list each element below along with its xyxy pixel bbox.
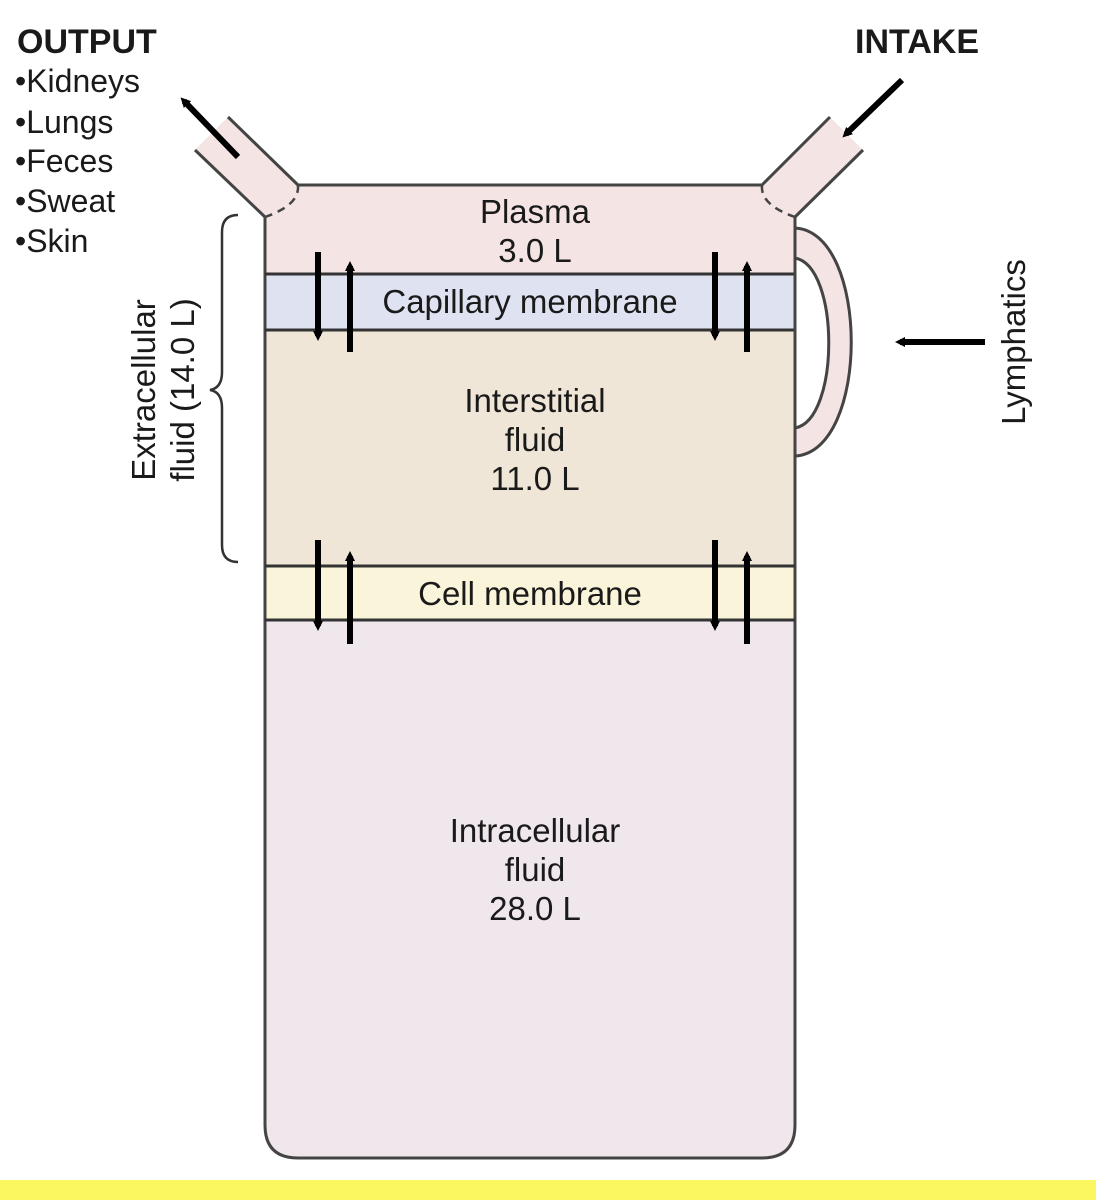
output-title: OUTPUT: [17, 23, 157, 61]
cell-exchange-arrows: [313, 540, 752, 644]
lymphatic-handle: [793, 226, 853, 458]
intracellular-label-line2: fluid: [505, 851, 566, 888]
interstitial-compartment: [265, 330, 795, 566]
interstitial-label-line1: Interstitial: [464, 382, 605, 419]
interstitial-label-line2: fluid: [505, 421, 566, 458]
output-arrow-icon: [180, 97, 241, 160]
capillary-exchange-arrows: [313, 252, 752, 352]
plasma-volume: 3.0 L: [498, 232, 571, 269]
plasma-compartment: [265, 185, 795, 274]
intake-spout: [760, 115, 865, 219]
band-lines: [265, 272, 795, 622]
cell-membrane-band: [265, 566, 795, 620]
extracellular-label-line2: fluid (14.0 L): [164, 298, 201, 481]
output-item-sweat: •Sweat: [15, 183, 115, 219]
lymphatics-label: Lymphatics: [995, 259, 1032, 425]
intracellular-compartment: [265, 620, 795, 1158]
extracellular-label: Extracellular fluid (14.0 L): [125, 298, 201, 481]
output-item-kidneys: •Kidneys: [15, 63, 140, 99]
jar: [265, 185, 795, 1158]
intracellular-volume: 28.0 L: [489, 890, 581, 927]
extracellular-label-line1: Extracellular: [125, 299, 162, 481]
intake-title: INTAKE: [855, 23, 979, 61]
intracellular-label-line1: Intracellular: [450, 812, 621, 849]
cell-membrane-label: Cell membrane: [418, 575, 642, 612]
output-item-skin: •Skin: [15, 223, 88, 259]
intake-arrow-icon: [842, 77, 905, 138]
lymphatics-label-group: Lymphatics: [995, 259, 1032, 425]
capillary-membrane-label: Capillary membrane: [382, 283, 677, 320]
extracellular-brace: [209, 213, 239, 564]
interstitial-volume: 11.0 L: [490, 460, 579, 497]
plasma-label: Plasma: [480, 193, 591, 230]
output-item-feces: •Feces: [15, 143, 113, 179]
bottom-highlight-band: [0, 1180, 1096, 1200]
output-item-lungs: •Lungs: [15, 104, 113, 140]
capillary-membrane-band: [265, 274, 795, 330]
